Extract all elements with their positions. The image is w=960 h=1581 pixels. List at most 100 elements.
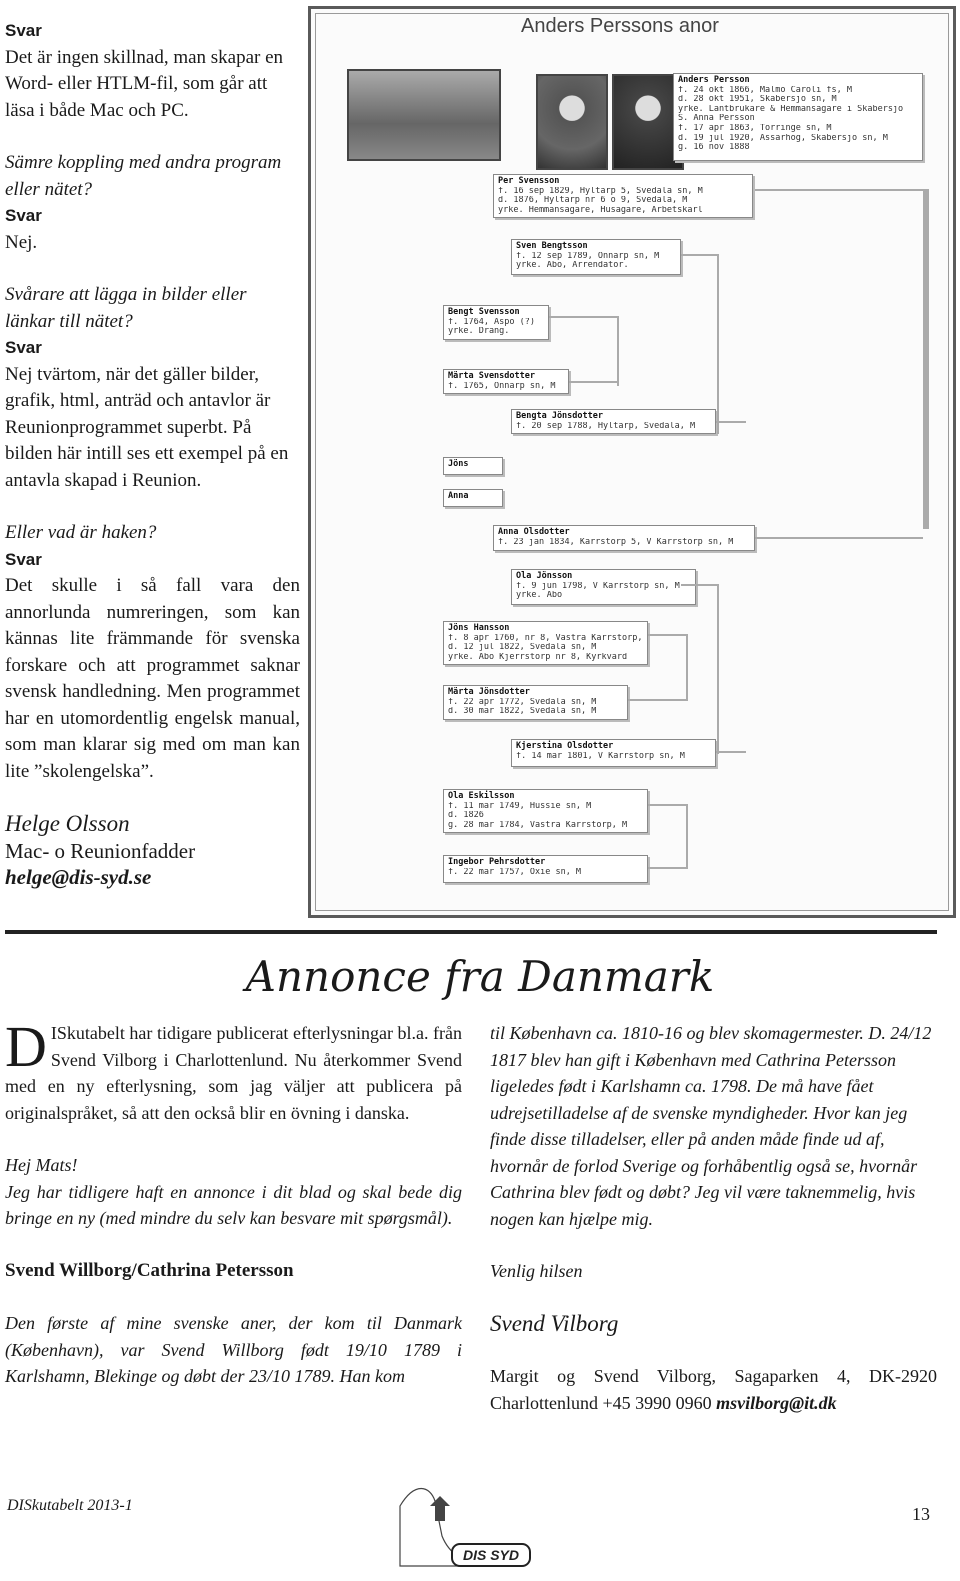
pedigree-connector xyxy=(923,189,929,529)
annonce-right-column: til København ca. 1810-16 og blev skomag… xyxy=(490,1020,937,1442)
pedigree-connector xyxy=(617,316,619,386)
pedigree-person-box: Anna xyxy=(443,489,503,507)
person-name: Märta Svensdotter xyxy=(448,371,535,381)
question-text: Eller vad är haken? xyxy=(5,522,157,543)
drop-cap: D xyxy=(5,1014,47,1079)
publication-footer: DISkutabelt 2013-1 xyxy=(7,1497,133,1514)
person-name: Anna xyxy=(448,491,469,501)
letter-paragraph: Jeg har tidligere haft en annonce i dit … xyxy=(5,1181,462,1229)
pedigree-connector xyxy=(648,634,688,636)
person-detail: yrke. Åbo, Arrendator. xyxy=(516,261,629,271)
person-name: Bengta Jönsdotter xyxy=(516,411,603,421)
person-detail: yrke. Lantbrukare & Hemmansägare i Skabe… xyxy=(678,104,904,114)
person-name: Anders Persson xyxy=(678,75,750,85)
person-detail: d. 28 okt 1951, Skabersjö sn, M xyxy=(678,95,837,105)
answer-label: Svar xyxy=(5,338,42,357)
person-name: Ola Jönsson xyxy=(516,571,573,581)
left-column: Svar Det är ingen skillnad, man skapar e… xyxy=(5,18,300,891)
person-detail: f. 12 sep 1789, Önnarp sn, M xyxy=(516,251,660,261)
pedigree-connector xyxy=(628,699,688,701)
answer-text: Det är ingen skillnad, man skapar en Wor… xyxy=(5,46,284,121)
contact-address: Margit og Svend Vilborg, Sagaparken 4, D… xyxy=(490,1363,937,1416)
answer-label: Svar xyxy=(5,21,42,40)
question-text: Svårare att lägga in bilder eller länkar… xyxy=(5,284,247,332)
author-email: helge@dis-syd.se xyxy=(5,865,152,889)
person-detail: f. 1764, Aspö (?) xyxy=(448,317,535,327)
person-detail: d. 30 mar 1822, Svedala sn, M xyxy=(448,707,597,717)
pedigree-person-box: Jöns xyxy=(443,457,503,475)
dis-syd-logo: DIS SYD xyxy=(399,1487,531,1567)
answer-text: Nej. xyxy=(5,231,38,253)
person-detail: f. 11 mar 1749, Hussie sn, M xyxy=(448,801,592,811)
contact-email: msvilborg@it.dk xyxy=(716,1392,837,1413)
person-detail: yrke. Hemmansägare, Husägare, Arbetskarl xyxy=(498,205,703,215)
answer-label: Svar xyxy=(5,549,42,569)
question-text: Sämre koppling med andra program eller n… xyxy=(5,152,282,200)
letter-signature: Svend Vilborg xyxy=(490,1310,619,1336)
person-detail: f. 22 mar 1757, Oxie sn, M xyxy=(448,867,582,877)
answer-label: Svar xyxy=(5,206,42,225)
person-detail: yrke. Dräng. xyxy=(448,327,510,337)
person-detail: f. 22 apr 1772, Svedala sn, M xyxy=(448,697,597,707)
person-detail: g. 28 mar 1784, Västra Kärrstorp, M xyxy=(448,820,628,830)
person-detail: f. 20 sep 1788, Hyltarp, Svedala, M xyxy=(516,421,696,431)
intro-text: ISkutabelt har tidigare publicerat efter… xyxy=(5,1023,462,1123)
person-detail: f. 16 sep 1829, Hyltarp 5, Svedala sn, M xyxy=(498,186,703,196)
person-detail: yrke. Åbo xyxy=(516,591,563,601)
pedigree-connector xyxy=(569,381,619,383)
family-group-photo xyxy=(347,69,501,161)
pedigree-connector xyxy=(549,316,619,318)
person-detail: f. 23 jan 1834, Kärrstorp 5, V Kärrstorp… xyxy=(498,537,734,547)
person-name: Ola Eskilsson xyxy=(448,791,515,801)
person-detail: f. 14 mar 1801, V Kärrstorp sn, M xyxy=(516,751,685,761)
letter-paragraph: til København ca. 1810-16 og blev skomag… xyxy=(490,1023,932,1229)
person-detail: d. 1826 xyxy=(448,811,484,821)
section-heading: Annonce fra Danmark xyxy=(245,952,715,1001)
page-number: 13 xyxy=(912,1504,930,1524)
figure-title: Anders Perssons anor xyxy=(521,15,719,37)
person-detail: d. 1876, Hyltarp nr 6 o 9, Svedala, M xyxy=(498,196,688,206)
pedigree-connector xyxy=(717,584,719,754)
person-name: Anna Olsdotter xyxy=(498,527,570,537)
greeting: Hej Mats! xyxy=(5,1155,78,1175)
person-name: Sven Bengtsson xyxy=(516,241,588,251)
letter-paragraph: Den første af mine svenske aner, der kom… xyxy=(5,1313,462,1386)
subject-line: Svend Willborg/Cathrina Petersson xyxy=(5,1259,294,1281)
portrait-photo-woman xyxy=(612,74,684,170)
pedigree-connector xyxy=(717,254,719,434)
section-divider xyxy=(5,930,937,934)
answer-text: Nej tvärtom, när det gäller bilder, graf… xyxy=(5,363,289,491)
pedigree-connector xyxy=(648,804,688,806)
pedigree-connector xyxy=(716,751,746,753)
pedigree-connector xyxy=(681,254,717,256)
person-detail: S. Anna Persson xyxy=(678,114,755,124)
pedigree-connector xyxy=(755,189,923,191)
pedigree-connector xyxy=(716,421,746,423)
person-detail: d. 19 jul 1920, Assarhög, Skabersjö sn, … xyxy=(678,133,888,143)
portrait-photo-man xyxy=(536,74,608,170)
person-detail: f. 17 apr 1863, Törringe sn, M xyxy=(678,123,832,133)
person-name: Kjerstina Olsdotter xyxy=(516,741,614,751)
person-name: Jöns xyxy=(448,459,469,469)
closing: Venlig hilsen xyxy=(490,1261,583,1281)
person-name: Bengt Svensson xyxy=(448,307,520,317)
answer-text: Det skulle i så fall vara den annorlunda… xyxy=(5,575,300,782)
person-name: Jöns Hansson xyxy=(448,623,510,633)
pedigree-connector xyxy=(648,867,688,869)
person-name: Per Svensson xyxy=(498,176,560,186)
person-detail: f. 1765, Önnarp sn, M xyxy=(448,381,556,391)
